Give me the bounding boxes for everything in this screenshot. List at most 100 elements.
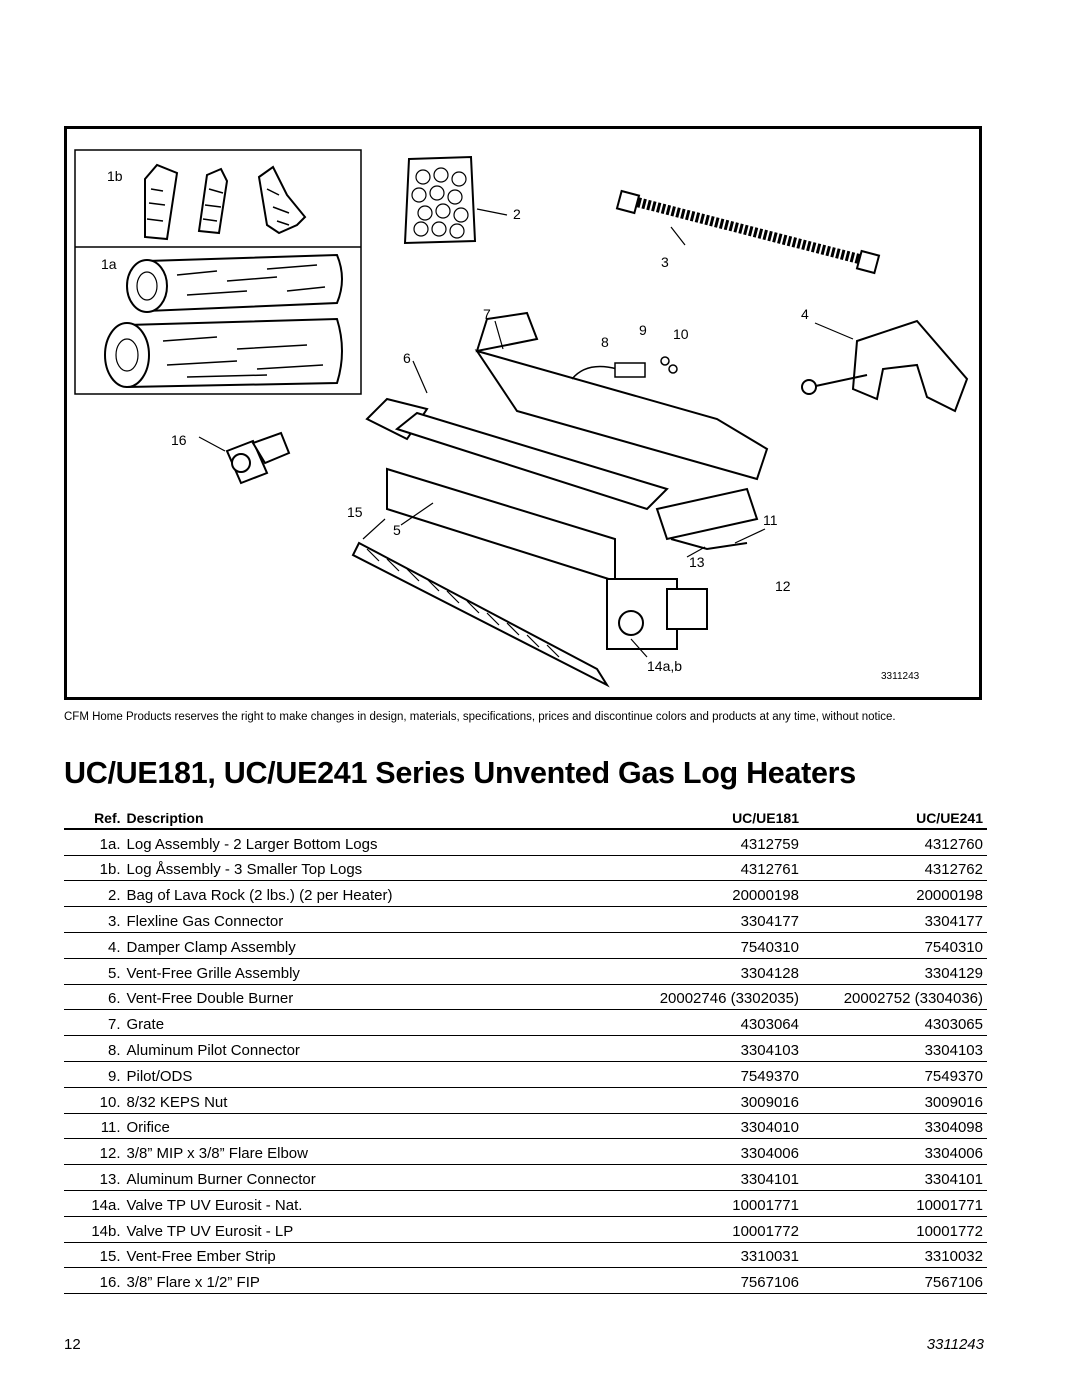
cell-ref: 13. — [64, 1164, 127, 1191]
cell-ref: 16. — [64, 1267, 127, 1295]
burner-grate-assembly-illustration — [351, 311, 769, 688]
cell-description: Valve TP UV Eurosit - Nat. — [126, 1190, 591, 1217]
cell-ref: 15. — [64, 1242, 127, 1269]
callout-2: 2 — [513, 206, 521, 222]
cell-description: Pilot/ODS — [126, 1061, 591, 1088]
cell-uc241: 7549370 — [806, 1061, 987, 1088]
cell-description: Orifice — [126, 1113, 591, 1140]
callout-11: 11 — [763, 512, 778, 528]
callout-7: 7 — [483, 306, 491, 322]
cell-uc241: 3310032 — [806, 1242, 987, 1269]
cell-uc241: 3304098 — [806, 1113, 987, 1140]
cell-uc241: 7540310 — [806, 932, 987, 959]
cell-uc241: 4312762 — [806, 855, 987, 882]
col-header-uc241: UC/UE241 — [806, 803, 987, 830]
cell-uc181: 4303064 — [590, 1009, 807, 1037]
flexline-gas-connector-illustration — [615, 189, 881, 275]
table-row: 2.Bag of Lava Rock (2 lbs.) (2 per Heate… — [64, 880, 987, 908]
callout-15: 15 — [347, 504, 363, 520]
cell-ref: 10. — [64, 1087, 127, 1114]
cell-description: Log Åssembly - 3 Smaller Top Logs — [126, 855, 591, 882]
callout-10: 10 — [673, 326, 689, 342]
cell-ref: 2. — [64, 880, 127, 908]
callout-9: 9 — [639, 322, 647, 338]
drawing-number: 3311243 — [881, 671, 920, 682]
small-top-logs-illustration — [144, 163, 307, 241]
cell-uc241: 3304006 — [806, 1138, 987, 1166]
cell-uc181: 3304010 — [590, 1113, 807, 1140]
cell-ref: 1a. — [64, 828, 127, 856]
cell-ref: 11. — [64, 1113, 127, 1140]
cell-description: 3/8” Flare x 1/2” FIP — [126, 1267, 591, 1295]
table-header-row: Ref. Description UC/UE181 UC/UE241 — [64, 803, 987, 830]
cell-uc241: 10001771 — [806, 1190, 987, 1217]
page-title: UC/UE181, UC/UE241 Series Unvented Gas L… — [64, 756, 856, 790]
callout-13: 13 — [689, 554, 705, 570]
col-header-uc181: UC/UE181 — [590, 803, 807, 830]
callout-6: 6 — [403, 350, 411, 366]
cell-ref: 8. — [64, 1035, 127, 1062]
cell-description: Vent-Free Grille Assembly — [126, 958, 591, 985]
cell-description: Aluminum Pilot Connector — [126, 1035, 591, 1062]
cell-uc181: 7540310 — [590, 932, 807, 959]
cell-uc181: 3304006 — [590, 1138, 807, 1166]
callout-12: 12 — [775, 578, 791, 594]
exploded-view-drawing: 1b 1a 2 3 4 6 7 8 9 10 16 15 5 11 13 12 … — [74, 149, 969, 688]
cell-ref: 7. — [64, 1009, 127, 1037]
cell-ref: 14b. — [64, 1216, 127, 1243]
cell-uc241: 7567106 — [806, 1267, 987, 1295]
cell-uc181: 20000198 — [590, 880, 807, 908]
cell-uc181: 3304177 — [590, 906, 807, 933]
cell-uc181: 20002746 (3302035) — [590, 984, 807, 1011]
cell-description: Aluminum Burner Connector — [126, 1164, 591, 1191]
flare-fitting-illustration — [225, 431, 291, 485]
cell-uc181: 10001771 — [590, 1190, 807, 1217]
large-bottom-logs-illustration — [104, 253, 343, 389]
cell-uc241: 3009016 — [806, 1087, 987, 1114]
cell-uc241: 10001772 — [806, 1216, 987, 1243]
parts-diagram: 1b 1a 2 3 4 6 7 8 9 10 16 15 5 11 13 12 … — [64, 126, 982, 700]
cell-ref: 3. — [64, 906, 127, 933]
page-number: 12 — [64, 1336, 81, 1353]
cell-uc181: 3304101 — [590, 1164, 807, 1191]
cell-description: Damper Clamp Assembly — [126, 932, 591, 959]
cell-uc241: 3304103 — [806, 1035, 987, 1062]
cell-uc181: 7567106 — [590, 1267, 807, 1295]
cell-description: Grate — [126, 1009, 591, 1037]
cell-ref: 14a. — [64, 1190, 127, 1217]
cell-description: Bag of Lava Rock (2 lbs.) (2 per Heater) — [126, 880, 591, 908]
cell-ref: 9. — [64, 1061, 127, 1088]
damper-clamp-illustration — [801, 319, 969, 413]
callout-14ab: 14a,b — [647, 658, 682, 674]
log-inset-box — [74, 149, 362, 395]
cell-ref: 6. — [64, 984, 127, 1011]
cell-ref: 4. — [64, 932, 127, 959]
cell-uc181: 4312761 — [590, 855, 807, 882]
cell-uc241: 4312760 — [806, 828, 987, 856]
cell-ref: 1b. — [64, 855, 127, 882]
cell-ref: 12. — [64, 1138, 127, 1166]
col-header-description: Description — [126, 803, 591, 830]
callout-3: 3 — [661, 254, 669, 270]
cell-uc241: 20000198 — [806, 880, 987, 908]
cell-uc181: 3009016 — [590, 1087, 807, 1114]
callout-16: 16 — [171, 432, 187, 448]
pilot-ods-illustration — [571, 356, 678, 380]
callout-5: 5 — [393, 522, 401, 538]
cell-description: Flexline Gas Connector — [126, 906, 591, 933]
cell-description: Vent-Free Double Burner — [126, 984, 591, 1011]
cell-uc181: 3304128 — [590, 958, 807, 985]
